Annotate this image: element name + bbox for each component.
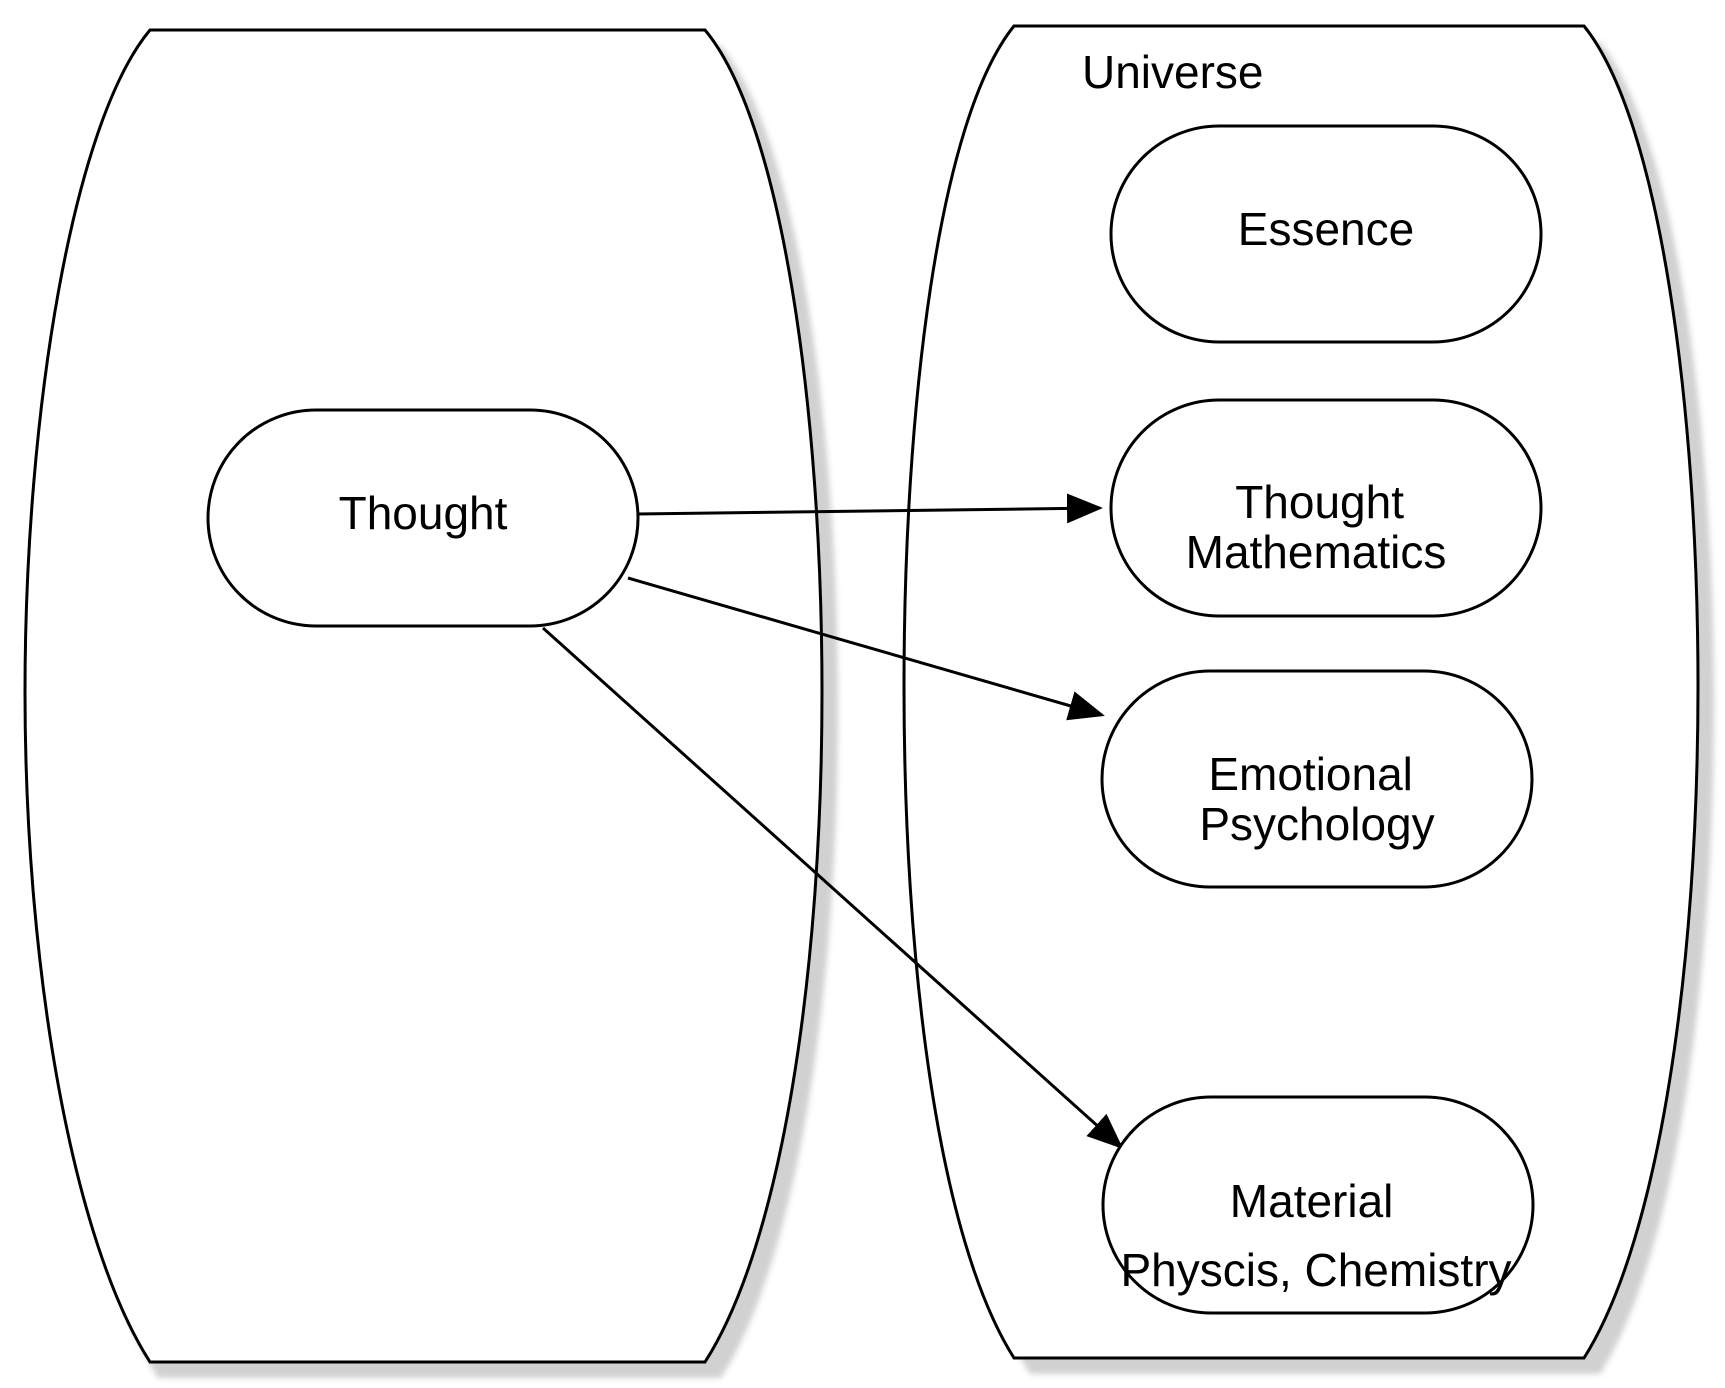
edge-thought-to-thought-math[interactable] bbox=[636, 493, 1103, 524]
node-material-shape bbox=[1101, 1095, 1535, 1315]
node-thought-mathematics-label: Thought Mathematics bbox=[1186, 476, 1447, 578]
node-material-label: Material Physcis, Chemistry bbox=[1120, 1175, 1511, 1296]
node-emotional-psychology-label: Emotional Psychology bbox=[1199, 748, 1434, 850]
node-material[interactable]: Material Physcis, Chemistry bbox=[1101, 1095, 1535, 1315]
node-essence-line-1: Essence bbox=[1238, 203, 1414, 255]
node-essence-label: Essence bbox=[1238, 203, 1414, 255]
node-thought-mathematics-line-2: Mathematics bbox=[1186, 526, 1447, 578]
node-thought-shape bbox=[206, 408, 640, 628]
universe-label: Universe bbox=[1082, 46, 1264, 98]
left-container-shape bbox=[23, 28, 824, 1364]
node-thought-mathematics-line-1: Thought bbox=[1235, 476, 1404, 528]
node-emotional-psychology-shape bbox=[1100, 669, 1534, 889]
node-emotional-psychology-line-1: Emotional bbox=[1208, 748, 1413, 800]
node-emotional-psychology[interactable]: Emotional Psychology bbox=[1100, 669, 1534, 889]
node-emotional-psychology-line-2: Psychology bbox=[1199, 798, 1434, 850]
node-thought-line-1: Thought bbox=[339, 487, 508, 539]
node-material-line-1: Material bbox=[1230, 1175, 1394, 1227]
node-thought[interactable]: Thought bbox=[206, 408, 640, 628]
node-essence[interactable]: Essence bbox=[1109, 124, 1543, 344]
node-thought-label: Thought bbox=[339, 487, 508, 539]
edges bbox=[541, 493, 1124, 1150]
edge-thought-to-material[interactable] bbox=[541, 626, 1124, 1150]
edge-thought-to-emotional-psych[interactable] bbox=[627, 576, 1105, 721]
node-thought-mathematics-shape bbox=[1109, 398, 1543, 618]
left-container[interactable] bbox=[23, 28, 838, 1378]
node-essence-shape bbox=[1109, 124, 1543, 344]
node-material-line-2: Physcis, Chemistry bbox=[1120, 1244, 1511, 1296]
node-thought-mathematics[interactable]: Thought Mathematics bbox=[1109, 398, 1543, 618]
